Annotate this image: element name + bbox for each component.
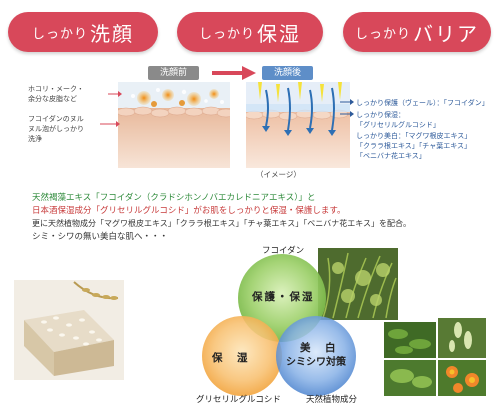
pill-small-text: しっかり <box>354 26 411 42</box>
right-note-moisture-ingredient: 「グリセリルグルコシド」 <box>356 121 440 129</box>
left-note-dust: ホコリ・メーク・ <box>28 85 84 93</box>
image-caption: （イメージ） <box>256 170 301 179</box>
venn-diagram <box>202 254 356 396</box>
left-note-fucoidan-3: 洗浄 <box>28 135 42 143</box>
pointer-arrow-icon <box>108 91 122 97</box>
description-line-2: 日本酒保湿成分「グリセリルグルコシド」がお肌をしっかりと保湿・保護します。 <box>32 206 346 216</box>
right-note-protect: しっかり保護（ヴェール）：「フコイダン」 <box>356 99 489 107</box>
venn-right-circle-text-2: シミシワ対策 <box>286 357 346 368</box>
pill-barrier: しっかり バリア <box>343 12 491 52</box>
venn-left-label: グリセリルグルコシド <box>196 395 281 405</box>
rice-photo <box>14 280 124 380</box>
venn-left-circle-text: 保 湿 <box>212 352 250 364</box>
mulberry-photo <box>384 360 436 396</box>
pill-large-text: バリア <box>413 21 479 46</box>
pointer-arrow-icon <box>340 111 354 117</box>
description-line-1: 天然褐藻エキス「フコイダン（クラドシホンノバエカレドニアエキス）」と <box>32 193 316 203</box>
left-note-fucoidan-2: ヌル泡がしっかり <box>28 125 84 133</box>
skin-before-illustration <box>118 82 230 168</box>
right-note-moisture: しっかり保湿： <box>356 111 405 119</box>
right-note-whitening: しっかり美白：「マグワ根皮エキス」 <box>356 132 472 140</box>
pill-large-text: 保湿 <box>257 21 301 46</box>
venn-circle-glyceryl <box>202 316 282 396</box>
tea-leaves-photo <box>384 322 436 358</box>
right-note-safflower: 「ベニバナ花エキス」 <box>356 152 426 160</box>
pill-large-text: 洗顔 <box>90 21 134 46</box>
safflower-photo <box>438 360 486 396</box>
venn-circle-plant <box>276 316 356 396</box>
skin-after-illustration <box>246 82 350 168</box>
pointer-arrow-icon <box>340 99 354 105</box>
description-line-4: シミ・シワの無い美白な肌へ・・・ <box>32 232 169 242</box>
pill-small-text: しっかり <box>198 26 255 42</box>
venn-top-label: フコイダン <box>262 246 305 256</box>
pill-washing: しっかり 洗顔 <box>8 12 158 52</box>
seaweed-photo <box>318 248 398 320</box>
venn-right-circle-text-1: 美 白 <box>300 342 338 354</box>
pointer-arrow-icon <box>100 121 120 127</box>
arrow-right-icon <box>212 66 256 80</box>
left-note-fucoidan-1: フコイダンのヌル <box>28 115 84 123</box>
left-note-sebum: 余分な皮脂など <box>28 95 77 103</box>
pill-moisture: しっかり 保湿 <box>177 12 323 52</box>
before-wash-label: 洗顔前 <box>148 66 200 80</box>
pill-small-text: しっかり <box>31 26 88 42</box>
after-wash-label: 洗顔後 <box>262 66 314 80</box>
venn-right-label: 天然植物成分 <box>306 395 358 405</box>
description-line-3: 更に天然植物成分「マグワ根皮エキス」「クララ根エキス」「チャ葉エキス」「ベニバナ… <box>32 219 411 228</box>
venn-top-circle-text: 保護・保湿 <box>252 291 315 303</box>
right-note-whitening-ingredients: 「クララ根エキス」「チャ葉エキス」 <box>356 142 472 150</box>
sophora-photo <box>438 318 486 358</box>
